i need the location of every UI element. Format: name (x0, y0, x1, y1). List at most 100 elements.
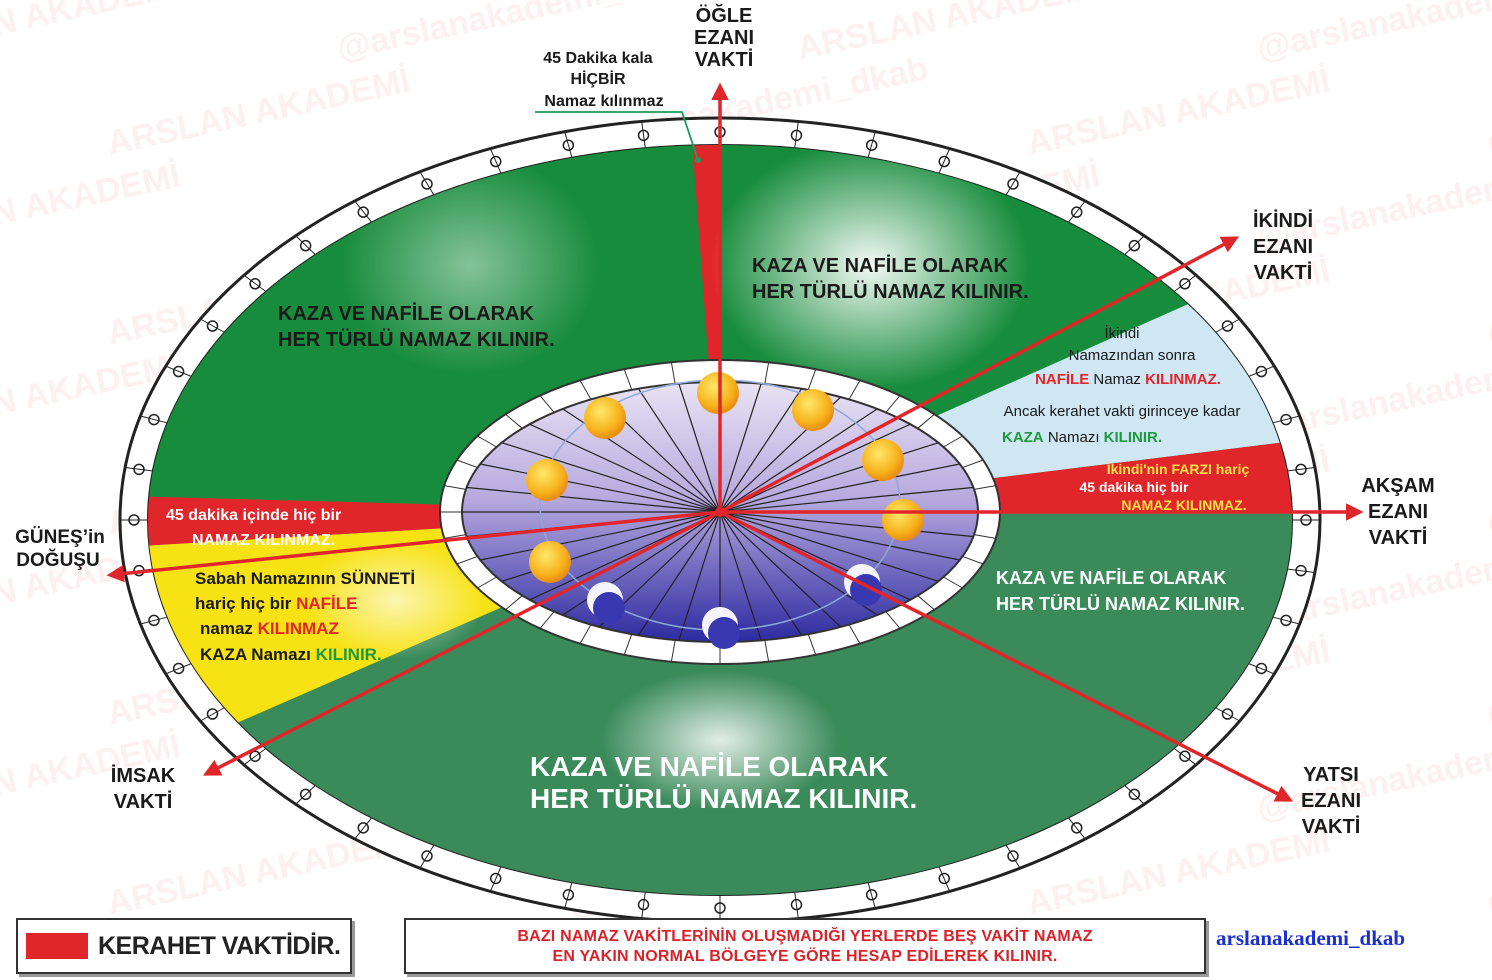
sun-icon (529, 541, 571, 583)
dial-spoke (462, 401, 721, 513)
ring-tick (1215, 318, 1240, 333)
sun-icon (526, 459, 568, 501)
ring-tick (354, 200, 373, 223)
label-aksam-3: VAKTİ (1369, 526, 1428, 549)
zone-tl-2: HER TÜRLÜ NAMAZ KILINIR. (278, 328, 555, 351)
ring-tick (1067, 817, 1086, 840)
label-yatsi-2: EZANI (1301, 790, 1361, 812)
label-gunes-1: GÜNEŞ’in (15, 527, 105, 548)
label-imsak-2: VAKTİ (114, 790, 173, 813)
moon-positions (587, 564, 882, 649)
arrow-gunes (106, 510, 721, 583)
ring-tick (243, 747, 267, 766)
watermark-text: ARSLAN AKADEMİ (794, 0, 1104, 68)
ikindi-after-text: İkindi Namazından sonra NAFİLE Namaz KIL… (1002, 324, 1240, 446)
watermark-text: ARSLAN AKADEMİ (1024, 62, 1334, 163)
zone-tr-2: HER TÜRLÜ NAMAZ KILINIR. (752, 280, 1029, 303)
dial-spoke (719, 511, 791, 642)
watermark-text: @arslanakademi_dkab (1484, 619, 1492, 733)
label-aksam-2: EZANI (1368, 501, 1428, 523)
note-box: BAZI NAMAZ VAKİTLERİNİN OLUŞMADIĞI YERLE… (404, 918, 1206, 974)
dial-spoke (649, 382, 721, 513)
ring-tick (564, 882, 573, 909)
dial-spoke (719, 511, 921, 642)
yellow-line-2: hariç hiç bir NAFİLE (195, 594, 357, 613)
dial-spoke (719, 511, 978, 642)
ring-tick (419, 844, 435, 869)
dial-spoke (719, 511, 858, 642)
sector-noon-kerahet (674, 145, 720, 512)
sunset-line-3: NAMAZ KILINMAZ. (1121, 497, 1246, 513)
ring-tick (641, 121, 646, 149)
ring-tick (867, 882, 876, 909)
yellow-line-1: Sabah Namazının SÜNNETİ (195, 569, 415, 588)
label-yatsi-3: VAKTİ (1302, 815, 1361, 838)
callout-line-2: HİÇBİR (570, 70, 626, 88)
dial-spoke (649, 511, 721, 642)
dial-spoke (719, 511, 978, 588)
ring-tick (1287, 568, 1315, 573)
direction-labels: ÖĞLE EZANI VAKTİ İKİNDİ EZANI VAKTİ AKŞA… (15, 3, 1435, 838)
sunset-band-text: İkindi'nin FARZI hariç 45 dakika hiç bir… (1080, 461, 1250, 513)
sun-icon (697, 372, 739, 414)
legend-swatch (26, 933, 88, 959)
ikindi-line-3: NAFİLE Namaz KILINMAZ. (1035, 371, 1221, 388)
arrow-yatsi (719, 510, 1294, 802)
watermark-text: @arslanakademi_dkab (1484, 429, 1492, 543)
ikindi-line-5: KAZA Namazı KILINIR. (1002, 429, 1162, 446)
direction-arrows (106, 82, 1364, 802)
sunrise-line-2: NAMAZ KILINMAZ. (192, 532, 335, 549)
sun-icon (882, 499, 924, 541)
ring-tick (1005, 171, 1021, 196)
ring-tick (200, 707, 225, 722)
moon-icon (702, 607, 740, 649)
ring-tick (140, 616, 168, 625)
sunset-line-1: İkindi'nin FARZI hariç (1107, 461, 1250, 477)
watermark-text: @arslanakademi_dkab (1484, 239, 1492, 353)
noon-callout: 45 Dakika kala HİÇBİR Namaz kılınmaz (543, 50, 663, 110)
dial-spoke (582, 382, 721, 513)
ring-tick (140, 415, 168, 424)
arrow-imsak (202, 510, 721, 776)
callout-line-3: Namaz kılınmaz (544, 93, 663, 110)
zone-right-1: KAZA VE NAFİLE OLARAK (996, 568, 1226, 588)
ring-tick (243, 274, 267, 293)
ring-tick (1124, 784, 1145, 805)
ring-tick (794, 891, 799, 919)
dial-spoke (582, 511, 721, 642)
watermark-text: ARSLAN AKADEMİ (104, 62, 414, 163)
ring-tick (1248, 663, 1275, 675)
ring-tick (794, 121, 799, 149)
watermark-text: ARSLAN AKADEMİ (0, 157, 183, 258)
sunrise-band-text: 45 dakika içinde hiç bir NAMAZ KILINMAZ. (166, 507, 341, 549)
ring-tick (200, 318, 225, 333)
sun-icon (584, 397, 626, 439)
label-aksam-1: AKŞAM (1361, 475, 1434, 497)
watermark-text: @arslanakademi_dkab (1254, 0, 1492, 68)
dial-spoke (719, 382, 858, 513)
ring-tick (295, 235, 316, 256)
dial-center (715, 507, 725, 517)
note-line-2: EN YAKIN NORMAL BÖLGEYE GÖRE HESAP EDİLE… (552, 948, 1058, 965)
label-ogle-3: VAKTİ (695, 48, 754, 71)
ring-tick (295, 784, 316, 805)
moon-icon (587, 582, 625, 624)
label-ikindi-3: VAKTİ (1254, 261, 1313, 284)
dial-spoke (719, 473, 978, 513)
sun-icon (792, 389, 834, 431)
label-yatsi-1: YATSI (1303, 764, 1359, 786)
yellow-line-4: KAZA Namazı KILINIR. (200, 645, 382, 664)
ring-tick (125, 467, 153, 472)
ring-tick (1215, 707, 1240, 722)
ring-tick (1287, 467, 1315, 472)
label-ikindi-1: İKİNDİ (1253, 209, 1313, 232)
ikindi-line-1: İkindi (1104, 324, 1139, 342)
label-ogle-1: ÖĞLE (696, 3, 753, 27)
ring-tick (354, 817, 373, 840)
dial-spoke (719, 511, 978, 623)
label-ogle-2: EZANI (694, 27, 754, 49)
note-line-1: BAZI NAMAZ VAKİTLERİNİN OLUŞMADIĞI YERLE… (517, 928, 1093, 945)
dial-spoke (462, 511, 721, 588)
sunset-line-2: 45 dakika hiç bir (1080, 479, 1189, 495)
